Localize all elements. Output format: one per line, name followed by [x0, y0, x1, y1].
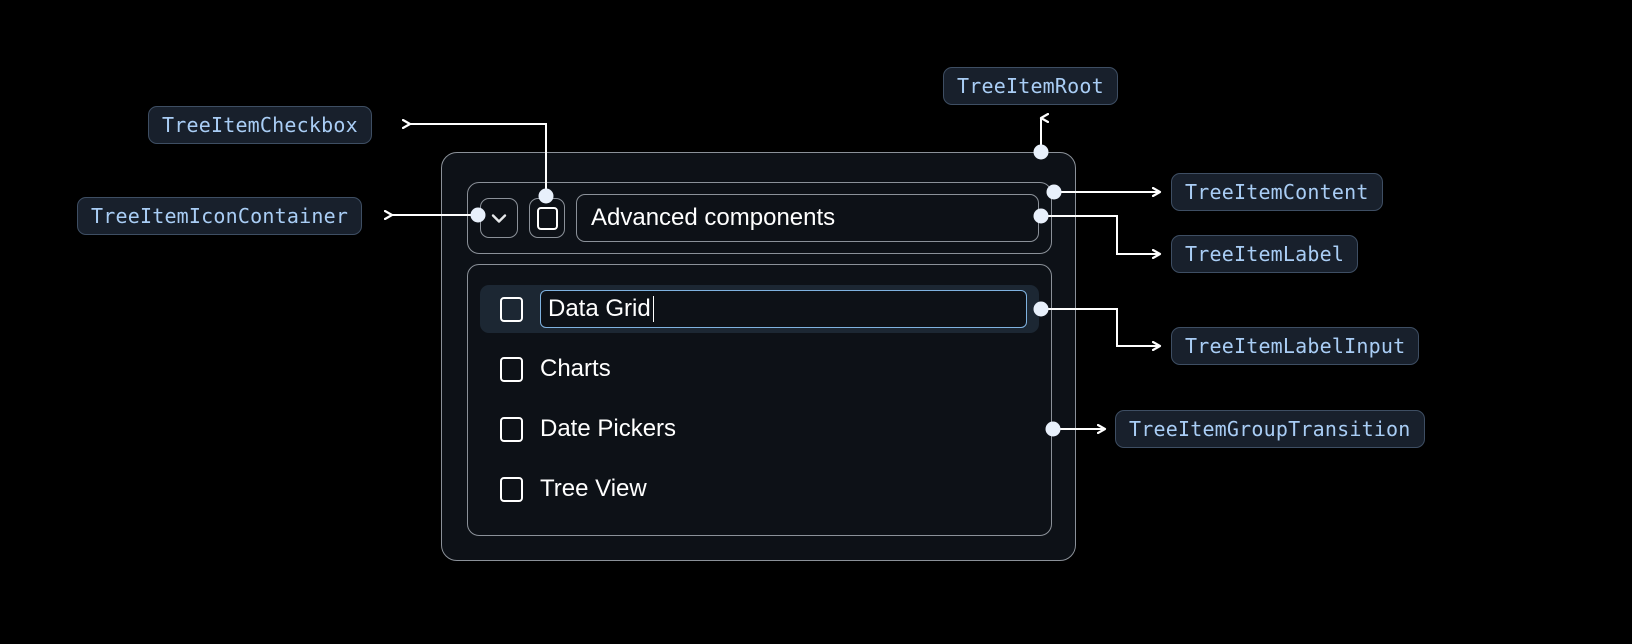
tree-item-label-input-value: Data Grid	[548, 295, 651, 322]
tree-item-label-input[interactable]: Data Grid	[540, 290, 1027, 328]
annotation-tree-item-group-transition: TreeItemGroupTransition	[1115, 410, 1425, 448]
annotation-tree-item-label: TreeItemLabel	[1171, 235, 1359, 273]
annotation-tree-item-checkbox: TreeItemCheckbox	[148, 106, 372, 144]
tree-child-row-data-grid[interactable]: Data Grid	[480, 285, 1039, 333]
tree-item-label-tree-view: Tree View	[540, 475, 647, 502]
tree-item-content[interactable]: Advanced components	[467, 182, 1052, 254]
text-caret	[652, 296, 655, 322]
tree-item-checkbox-tree-view[interactable]	[500, 476, 523, 502]
tree-item-label-date-pickers: Date Pickers	[540, 415, 677, 442]
annotation-tree-item-content: TreeItemContent	[1171, 173, 1383, 211]
tree-item-icon-container[interactable]	[480, 198, 518, 238]
tree-child-row-tree-view[interactable]: Tree View	[480, 465, 1039, 513]
tree-child-row-charts[interactable]: Charts	[480, 345, 1039, 393]
tree-child-row-date-pickers[interactable]: Date Pickers	[480, 405, 1039, 453]
checkbox-unchecked-icon	[536, 206, 558, 230]
tree-item-label[interactable]: Advanced components	[576, 194, 1039, 242]
tree-item-checkbox-charts[interactable]	[500, 356, 523, 382]
tree-item-label-charts: Charts	[540, 355, 611, 382]
tree-item-checkbox[interactable]	[529, 198, 565, 238]
tree-item-checkbox-data-grid[interactable]	[500, 296, 523, 322]
tree-item-group-transition: Data Grid Charts Date Pickers Tree View	[467, 264, 1052, 536]
annotation-tree-item-label-input: TreeItemLabelInput	[1171, 327, 1420, 365]
annotation-tree-item-root: TreeItemRoot	[943, 67, 1118, 105]
chevron-down-icon	[487, 206, 511, 230]
tree-item-label-text: Advanced components	[591, 204, 836, 231]
tree-item-checkbox-date-pickers[interactable]	[500, 416, 523, 442]
annotation-tree-item-icon-container: TreeItemIconContainer	[77, 197, 363, 235]
tree-item-root[interactable]: Advanced components Data Grid Charts Dat…	[441, 152, 1076, 561]
